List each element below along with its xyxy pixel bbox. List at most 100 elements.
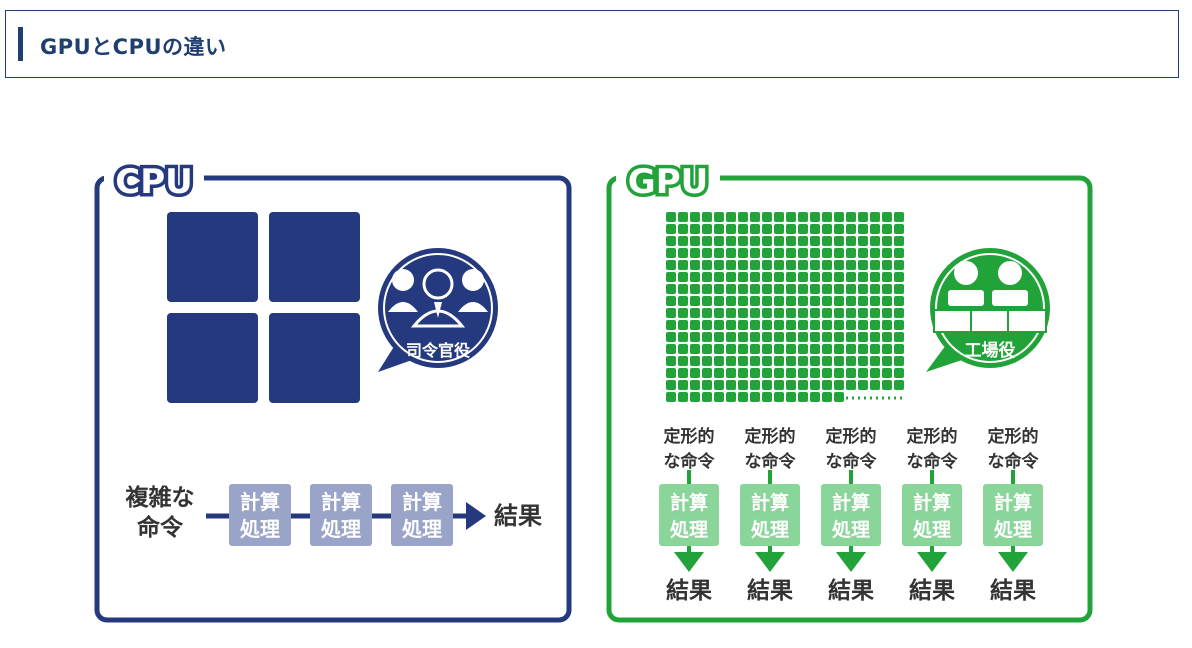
gpu-core — [738, 392, 748, 402]
gpu-instruction-line1: 定形的 — [988, 426, 1039, 447]
gpu-core — [690, 308, 700, 318]
gpu-process-box — [902, 484, 962, 546]
gpu-core — [750, 248, 760, 258]
gpu-core — [822, 260, 832, 270]
gpu-instruction-line2: な命令 — [745, 451, 797, 472]
gpu-core — [894, 344, 904, 354]
gpu-result: 結果 — [990, 577, 1036, 604]
gpu-core — [714, 296, 724, 306]
gpu-core — [690, 224, 700, 234]
gpu-core — [714, 344, 724, 354]
gpu-core — [738, 296, 748, 306]
gpu-core — [870, 308, 880, 318]
gpu-core — [846, 260, 856, 270]
gpu-core — [678, 248, 688, 258]
gpu-core — [774, 248, 784, 258]
factory-icon: 工場役 — [926, 248, 1050, 372]
gpu-core — [726, 236, 736, 246]
gpu-core — [834, 368, 844, 378]
gpu-instruction-line1: 定形的 — [745, 426, 796, 447]
gpu-core — [762, 248, 772, 258]
gpu-core — [834, 320, 844, 330]
gpu-core — [834, 392, 844, 402]
gpu-core — [882, 332, 892, 342]
gpu-core — [714, 332, 724, 342]
gpu-core — [750, 380, 760, 390]
gpu-process-text1: 計算 — [994, 491, 1032, 514]
gpu-core — [870, 212, 880, 222]
gpu-core — [690, 212, 700, 222]
gpu-core — [846, 308, 856, 318]
gpu-core — [798, 344, 808, 354]
gpu-core — [666, 212, 676, 222]
gpu-core — [726, 284, 736, 294]
gpu-core — [834, 260, 844, 270]
gpu-core — [786, 272, 796, 282]
gpu-core — [750, 296, 760, 306]
gpu-role-label: 工場役 — [965, 340, 1016, 361]
gpu-panel: GPU 工場役 定形的 な命令 計算 処理 結果 — [606, 159, 1093, 623]
gpu-core — [786, 332, 796, 342]
gpu-core — [810, 248, 820, 258]
gpu-core — [702, 356, 712, 366]
gpu-core — [786, 356, 796, 366]
gpu-core — [822, 236, 832, 246]
gpu-core — [726, 224, 736, 234]
gpu-core — [666, 260, 676, 270]
cpu-process-text2: 処理 — [402, 517, 442, 541]
gpu-core — [726, 212, 736, 222]
gpu-core — [690, 236, 700, 246]
gpu-core — [714, 368, 724, 378]
gpu-core — [834, 356, 844, 366]
gpu-core — [666, 236, 676, 246]
commander-icon: 司令官役 — [378, 248, 498, 372]
gpu-core — [870, 248, 880, 258]
cpu-process-text1: 計算 — [402, 490, 442, 514]
gpu-core — [858, 272, 868, 282]
gpu-core — [738, 356, 748, 366]
gpu-core — [834, 248, 844, 258]
gpu-core — [666, 308, 676, 318]
gpu-core — [822, 392, 832, 402]
gpu-core — [726, 368, 736, 378]
gpu-core — [690, 344, 700, 354]
gpu-core — [810, 236, 820, 246]
gpu-core — [846, 248, 856, 258]
gpu-core — [894, 260, 904, 270]
gpu-label: GPU — [628, 162, 708, 202]
gpu-core — [726, 332, 736, 342]
gpu-core — [882, 296, 892, 306]
gpu-core — [750, 392, 760, 402]
gpu-core — [762, 392, 772, 402]
gpu-core — [774, 272, 784, 282]
gpu-instruction-line2: な命令 — [826, 451, 878, 472]
gpu-core — [750, 356, 760, 366]
gpu-core — [738, 224, 748, 234]
gpu-core — [726, 320, 736, 330]
gpu-core — [822, 224, 832, 234]
gpu-core — [798, 248, 808, 258]
gpu-core — [822, 368, 832, 378]
gpu-core — [882, 380, 892, 390]
gpu-core — [822, 356, 832, 366]
gpu-core — [678, 212, 688, 222]
gpu-core — [894, 368, 904, 378]
gpu-column: 定形的 な命令 計算 処理 結果 — [740, 426, 800, 604]
gpu-core — [822, 308, 832, 318]
gpu-core — [858, 284, 868, 294]
gpu-process-box — [659, 484, 719, 546]
gpu-core — [738, 332, 748, 342]
gpu-core — [702, 344, 712, 354]
gpu-core — [786, 380, 796, 390]
gpu-core — [858, 212, 868, 222]
gpu-core — [810, 332, 820, 342]
gpu-core — [690, 296, 700, 306]
gpu-core — [774, 368, 784, 378]
gpu-core — [762, 308, 772, 318]
gpu-core — [882, 308, 892, 318]
gpu-core — [762, 260, 772, 270]
gpu-core — [726, 380, 736, 390]
gpu-core — [762, 380, 772, 390]
gpu-core — [750, 320, 760, 330]
gpu-core — [666, 284, 676, 294]
